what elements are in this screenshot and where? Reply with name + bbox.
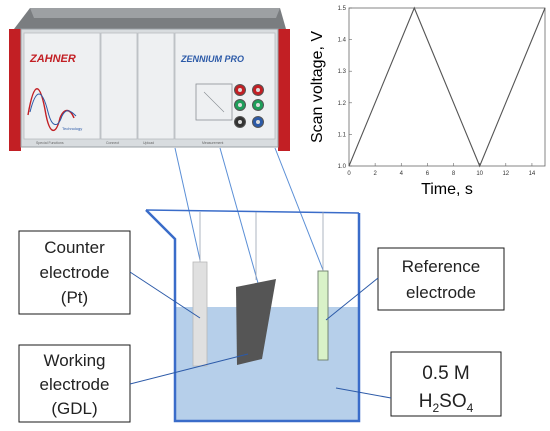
pointer-working	[129, 353, 249, 385]
svg-text:electrode: electrode	[406, 283, 476, 302]
svg-text:(GDL): (GDL)	[51, 399, 97, 418]
y-tick-label: 1.0	[338, 164, 347, 170]
svg-text:electrode: electrode	[40, 375, 110, 394]
electrochemical-cell	[145, 209, 361, 423]
counter-electrode	[192, 261, 208, 367]
pointer-electrolyte	[335, 387, 392, 399]
beaker-rim	[145, 209, 360, 214]
x-tick-label: 14	[529, 171, 536, 177]
y-axis-label: Scan voltage, V	[309, 31, 326, 143]
y-tick-label: 1.4	[338, 38, 347, 44]
panel-2	[100, 32, 138, 140]
x-tick-label: 12	[502, 171, 509, 177]
y-tick-label: 1.3	[338, 69, 347, 75]
potentiostat: ZAHNER ZENNIUM PRO Technology Special Fu…	[9, 8, 290, 151]
svg-text:(Pt): (Pt)	[61, 288, 88, 307]
tagline: Technology	[62, 126, 82, 131]
series-line	[348, 6, 546, 168]
y-tick-label: 1.2	[338, 101, 347, 107]
x-tick-label: 10	[476, 171, 483, 177]
cable-reference	[274, 147, 324, 271]
pointer-reference	[325, 277, 379, 321]
x-tick-label: 0	[347, 171, 351, 177]
x-ticks: 0 2 4 6 8 10 12 14	[347, 163, 536, 177]
panel-label-1: Special Functions	[36, 141, 64, 145]
electrolyte-formula: H2SO4	[419, 391, 474, 415]
panel-3	[137, 32, 175, 140]
schematic-box	[195, 83, 233, 121]
panel-label-2: Connect	[106, 141, 119, 145]
cable-counter	[174, 147, 201, 261]
y-tick-label: 1.5	[338, 6, 347, 12]
device-left-handle	[9, 29, 21, 151]
svg-text:Working: Working	[43, 351, 105, 370]
device-right-handle	[278, 29, 290, 151]
pointer-counter	[129, 271, 201, 319]
cables	[174, 147, 324, 284]
x-tick-label: 2	[373, 171, 377, 177]
label-working: Working electrode (GDL)	[18, 344, 131, 423]
y-ticks: 1.0 1.1 1.2 1.3 1.4 1.5	[338, 6, 352, 170]
working-electrode	[236, 279, 276, 365]
electrolyte-concentration: 0.5 M	[422, 363, 470, 384]
x-axis-label: Time, s	[421, 181, 473, 198]
label-electrolyte: 0.5 M H2SO4	[390, 351, 502, 417]
panel-label-3: Upload	[143, 141, 154, 145]
label-reference: Reference electrode	[377, 247, 505, 311]
model-name: ZENNIUM PRO	[180, 54, 244, 64]
connector-jacks	[234, 84, 264, 128]
decor-wave-blue	[29, 93, 77, 125]
label-counter: Counter electrode (Pt)	[18, 230, 131, 315]
panel-label-4: Measurement	[202, 141, 223, 145]
reference-electrode	[317, 270, 329, 361]
svg-text:Reference: Reference	[402, 257, 480, 276]
x-tick-label: 4	[400, 171, 404, 177]
beaker-wall	[145, 209, 361, 423]
svg-text:electrode: electrode	[40, 263, 110, 282]
brand-logo: ZAHNER	[29, 53, 76, 65]
panel-left	[23, 32, 101, 140]
svg-text:Counter: Counter	[44, 238, 105, 257]
cable-working	[219, 147, 259, 284]
y-tick-label: 1.1	[338, 132, 347, 138]
x-tick-label: 6	[426, 171, 430, 177]
scan-voltage-chart: 0 2 4 6 8 10 12 14 1.0 1.1 1.2 1.3 1.4 1.5 Time, s S…	[309, 6, 546, 198]
x-tick-label: 8	[452, 171, 456, 177]
